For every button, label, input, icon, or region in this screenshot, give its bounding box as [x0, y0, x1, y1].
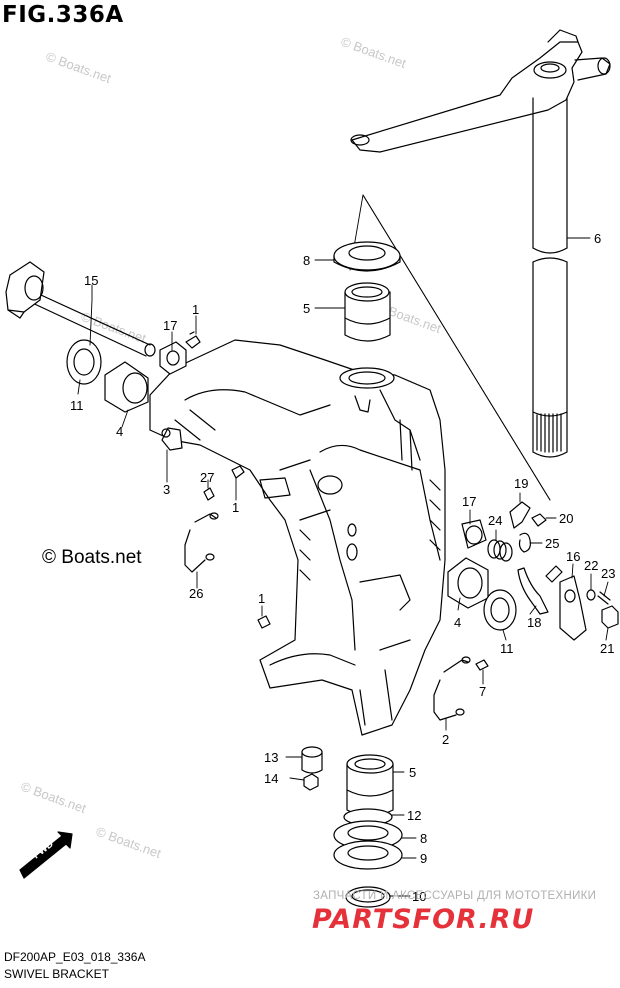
- figure-name: SWIVEL BRACKET: [4, 967, 109, 981]
- bushing-right-part[interactable]: [447, 557, 489, 609]
- ring-10-part[interactable]: [345, 886, 391, 908]
- watermark-large: © Boats.net: [42, 547, 142, 568]
- callout-label: 23: [601, 566, 615, 581]
- ground-wire-26[interactable]: [184, 512, 219, 573]
- callout-label: 3: [163, 482, 170, 497]
- callout-label: 11: [70, 398, 84, 413]
- callout-label: 16: [566, 549, 580, 564]
- callout-label: 8: [303, 253, 310, 268]
- fwd-arrow: FWD: [19, 831, 73, 879]
- cap-13-part[interactable]: [301, 746, 323, 774]
- bushing-upper-part[interactable]: [344, 282, 391, 342]
- grease-nipple-mid[interactable]: [231, 465, 245, 479]
- watermark: © Boats.net: [94, 824, 164, 862]
- tilt-tube-part[interactable]: [5, 261, 156, 357]
- callout-label: 11: [500, 641, 514, 656]
- callout-label: 22: [584, 558, 598, 573]
- watermark: © Boats.net: [19, 779, 89, 817]
- callout-label: 8: [420, 831, 427, 846]
- branding-logo: PARTSFOR.RU: [312, 904, 535, 935]
- bushing-lower-part[interactable]: [346, 754, 394, 817]
- callout-labels: 6 8 5 15 1 17 11 4 3 27 1 26 1 19 17 20 …: [70, 231, 615, 904]
- callout-label: 17: [462, 494, 476, 509]
- lever-18-part[interactable]: [517, 565, 563, 615]
- bolt-7-part[interactable]: [475, 659, 489, 671]
- bushing-17-right[interactable]: [461, 519, 487, 549]
- callout-label: 6: [594, 231, 601, 246]
- washer-lower-part[interactable]: [333, 820, 403, 850]
- callout-label: 5: [409, 765, 416, 780]
- callout-label: 9: [420, 851, 427, 866]
- tilt-lock-19[interactable]: [509, 501, 531, 529]
- washer-22-part[interactable]: [586, 589, 596, 601]
- callout-label: 19: [514, 476, 528, 491]
- spring-25-part[interactable]: [518, 532, 531, 553]
- washer-right-part[interactable]: [483, 589, 517, 631]
- steering-shaft-part[interactable]: [349, 29, 611, 501]
- callout-label: 25: [545, 536, 559, 551]
- bushing-left-part[interactable]: [104, 361, 149, 413]
- ground-wire-2[interactable]: [433, 656, 471, 721]
- callout-label: 15: [84, 273, 98, 288]
- screw-14-part[interactable]: [303, 773, 319, 791]
- callout-label: 24: [488, 513, 502, 528]
- watermark: © Boats.net: [44, 49, 114, 87]
- swivel-bracket-body[interactable]: [149, 339, 446, 736]
- callout-label: 5: [303, 301, 310, 316]
- callout-label: 17: [163, 318, 177, 333]
- nut-21-part[interactable]: [601, 605, 619, 629]
- figure-title: FIG.336A: [2, 2, 124, 28]
- washer-9-part[interactable]: [333, 840, 403, 870]
- callout-label: 10: [412, 889, 426, 904]
- callout-label: 1: [232, 500, 239, 515]
- callout-label: 21: [600, 641, 614, 656]
- callout-label: 4: [116, 424, 123, 439]
- figure-model-code: DF200AP_E03_018_336A: [4, 950, 146, 964]
- leader-lines: [77, 237, 609, 897]
- callout-label: 4: [454, 615, 461, 630]
- callout-label: 1: [258, 591, 265, 606]
- callout-label: 14: [264, 771, 278, 786]
- spring-24-part[interactable]: [487, 539, 513, 562]
- grease-nipple-lower[interactable]: [257, 615, 271, 629]
- grease-nipple-upper[interactable]: [185, 331, 201, 349]
- washer-upper-part[interactable]: [333, 241, 401, 272]
- callout-label: 27: [200, 470, 214, 485]
- plate-16-part[interactable]: [559, 575, 587, 641]
- callout-label: 18: [527, 615, 541, 630]
- watermark: © Boats.net: [339, 34, 409, 72]
- callout-label: 12: [407, 808, 421, 823]
- bushing-17-upper[interactable]: [159, 341, 187, 375]
- branding-subtitle: ЗАПЧАСТИ И АКСЕССУАРЫ ДЛЯ МОТОТЕХНИКИ: [313, 890, 597, 902]
- callout-label: 13: [264, 750, 278, 765]
- washer-left-part[interactable]: [66, 339, 102, 385]
- bolt-20-part[interactable]: [531, 513, 547, 527]
- bolt-27-part[interactable]: [203, 487, 215, 501]
- callout-label: 1: [192, 302, 199, 317]
- callout-label: 20: [559, 511, 573, 526]
- pin-23-part[interactable]: [597, 591, 611, 605]
- callout-label: 2: [442, 732, 449, 747]
- callout-label: 7: [479, 684, 486, 699]
- callout-label: 26: [189, 586, 203, 601]
